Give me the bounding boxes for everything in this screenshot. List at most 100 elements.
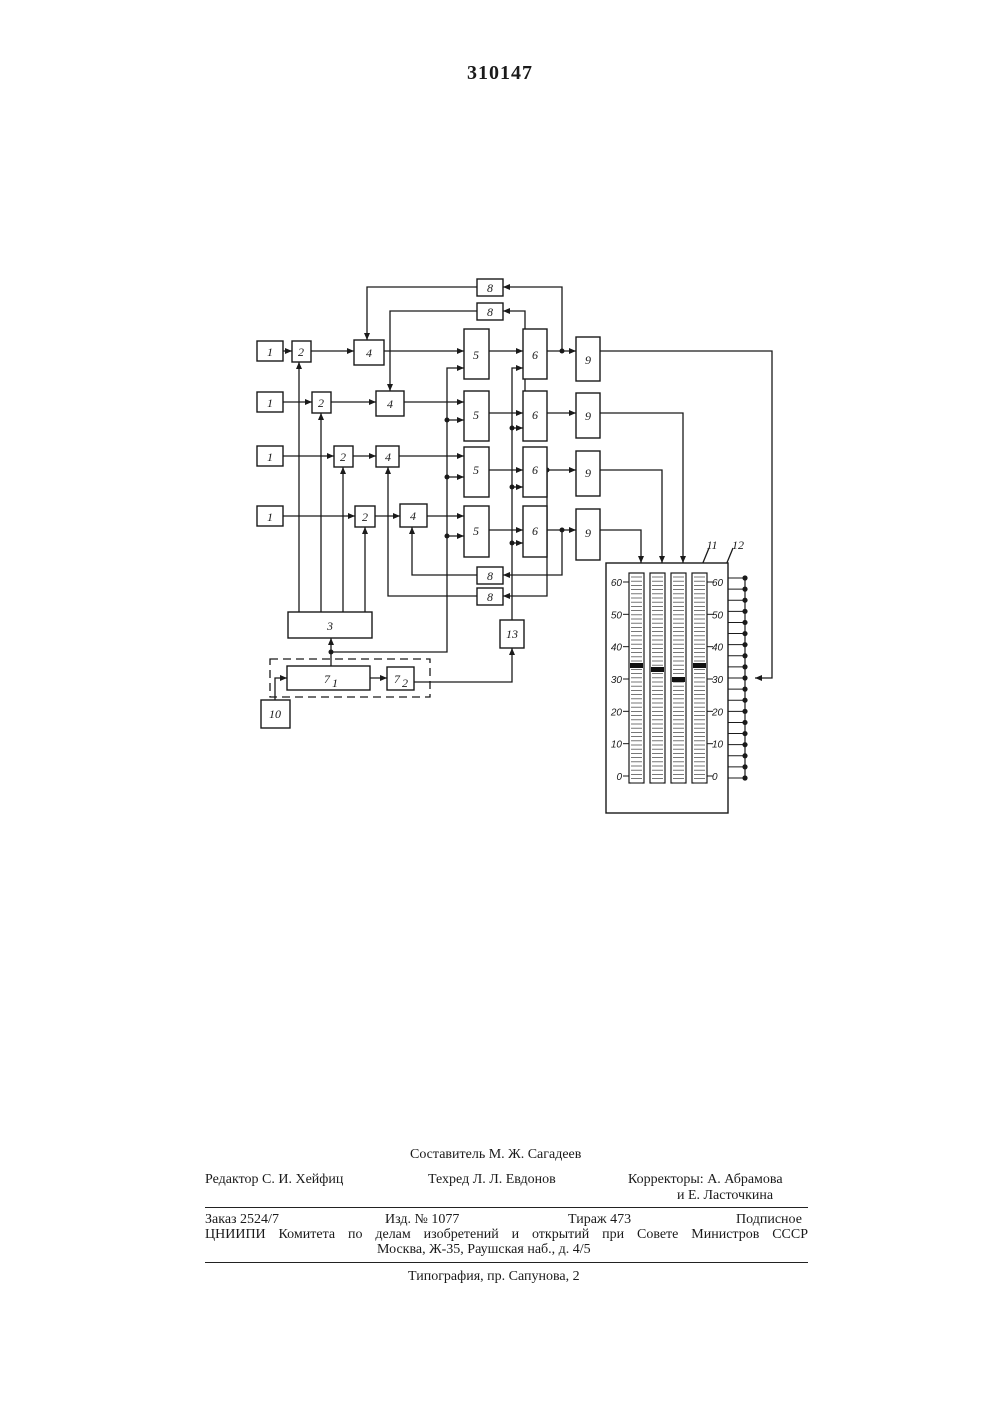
block-5: 5 xyxy=(464,391,489,441)
svg-text:9: 9 xyxy=(585,409,591,423)
svg-text:2: 2 xyxy=(298,345,304,359)
block-4: 4 xyxy=(376,446,399,467)
indicator-column xyxy=(629,573,644,783)
scale-label-right: 10 xyxy=(712,740,724,751)
svg-text:5: 5 xyxy=(473,463,479,477)
svg-text:5: 5 xyxy=(473,408,479,422)
svg-text:6: 6 xyxy=(532,408,538,422)
indicator-terminals xyxy=(728,575,748,780)
printing-house: Типография, пр. Сапунова, 2 xyxy=(408,1269,580,1285)
svg-text:7: 7 xyxy=(394,672,401,686)
level-marker xyxy=(672,677,685,682)
scale-label-left: 10 xyxy=(611,740,623,751)
block-1: 1 xyxy=(257,341,283,361)
divider xyxy=(205,1207,808,1208)
block-8: 8 xyxy=(477,567,503,584)
terminal-dot xyxy=(742,720,747,725)
order-number: Заказ 2524/7 xyxy=(205,1212,279,1228)
block-8: 8 xyxy=(477,279,503,296)
block-4: 4 xyxy=(400,504,427,527)
block-7-2: 7 2 xyxy=(387,667,414,690)
block-2: 2 xyxy=(292,341,311,362)
svg-text:7: 7 xyxy=(324,672,331,686)
block-5: 5 xyxy=(464,447,489,497)
svg-text:4: 4 xyxy=(385,450,391,464)
divider xyxy=(205,1262,808,1263)
scale-label-right: 40 xyxy=(712,643,724,654)
block-9: 9 xyxy=(576,509,600,560)
organization: ЦНИИПИ Комитета по делам изобретений и о… xyxy=(205,1227,808,1243)
label-12: 12 xyxy=(732,538,744,552)
label-11: 11 xyxy=(706,538,717,552)
block-6: 6 xyxy=(523,329,547,379)
scale-label-left: 40 xyxy=(611,643,623,654)
terminal-dot xyxy=(742,642,747,647)
terminal-dot xyxy=(742,731,747,736)
level-marker xyxy=(651,667,664,672)
block-1: 1 xyxy=(257,392,283,412)
scale-label-right: 60 xyxy=(712,578,724,589)
block-13: 13 xyxy=(500,620,524,648)
svg-text:2: 2 xyxy=(362,510,368,524)
correctors-line: Корректоры: А. Абрамова xyxy=(628,1172,783,1188)
svg-text:3: 3 xyxy=(326,619,333,633)
block-4: 4 xyxy=(354,340,384,365)
indicator-column xyxy=(671,573,686,783)
compiler-line: Составитель М. Ж. Сагадеев xyxy=(410,1147,581,1163)
block-2: 2 xyxy=(334,446,353,467)
scale-label-left: 60 xyxy=(611,578,623,589)
terminal-dot xyxy=(742,764,747,769)
svg-text:5: 5 xyxy=(473,524,479,538)
techred-line: Техред Л. Л. Евдонов xyxy=(428,1172,556,1188)
terminal-dot xyxy=(742,675,747,680)
circulation: Тираж 473 xyxy=(568,1212,631,1228)
block-6: 6 xyxy=(523,447,547,497)
svg-text:2: 2 xyxy=(318,396,324,410)
terminal-dot xyxy=(742,653,747,658)
terminal-dot xyxy=(742,742,747,747)
block-1: 1 xyxy=(257,446,283,466)
scale-label-right: 20 xyxy=(711,707,724,718)
svg-text:1: 1 xyxy=(267,345,273,359)
terminal-dot xyxy=(742,598,747,603)
svg-text:4: 4 xyxy=(410,509,416,523)
correctors-line-2: и Е. Ласточкина xyxy=(677,1188,773,1204)
scale-label-left: 30 xyxy=(611,675,623,686)
blocks: 1 1 1 1 2 2 2 2 4 4 4 4 5 5 5 5 6 6 6 6 … xyxy=(257,279,748,813)
subscription: Подписное xyxy=(736,1212,802,1228)
block-5: 5 xyxy=(464,506,489,557)
terminal-dot xyxy=(742,631,747,636)
svg-text:6: 6 xyxy=(532,524,538,538)
block-4: 4 xyxy=(376,391,404,416)
block-9: 9 xyxy=(576,393,600,438)
svg-text:1: 1 xyxy=(267,510,273,524)
block-8: 8 xyxy=(477,303,503,320)
scale-label-right: 30 xyxy=(712,675,724,686)
svg-text:5: 5 xyxy=(473,348,479,362)
svg-text:4: 4 xyxy=(366,346,372,360)
block-1: 1 xyxy=(257,506,283,526)
scale-label-left: 50 xyxy=(611,610,623,621)
block-6: 6 xyxy=(523,506,547,557)
terminal-dot xyxy=(742,687,747,692)
edition-number: Изд. № 1077 xyxy=(385,1212,459,1228)
terminal-dot xyxy=(742,709,747,714)
svg-text:9: 9 xyxy=(585,526,591,540)
scale-label-left: 0 xyxy=(616,772,622,783)
svg-text:1: 1 xyxy=(332,676,338,690)
terminal-dot xyxy=(742,775,747,780)
editor-line: Редактор С. И. Хейфиц xyxy=(205,1172,343,1188)
terminal-dot xyxy=(742,587,747,592)
svg-text:8: 8 xyxy=(487,305,493,319)
block-9: 9 xyxy=(576,451,600,496)
block-10: 10 xyxy=(261,700,290,728)
indicator-column xyxy=(692,573,707,783)
svg-text:8: 8 xyxy=(487,281,493,295)
svg-text:9: 9 xyxy=(585,466,591,480)
svg-text:4: 4 xyxy=(387,397,393,411)
terminal-dot xyxy=(742,575,747,580)
scale-label-right: 50 xyxy=(712,610,724,621)
block-7-1: 7 1 xyxy=(287,666,370,690)
svg-text:2: 2 xyxy=(402,676,408,690)
scale-label-left: 20 xyxy=(610,707,623,718)
